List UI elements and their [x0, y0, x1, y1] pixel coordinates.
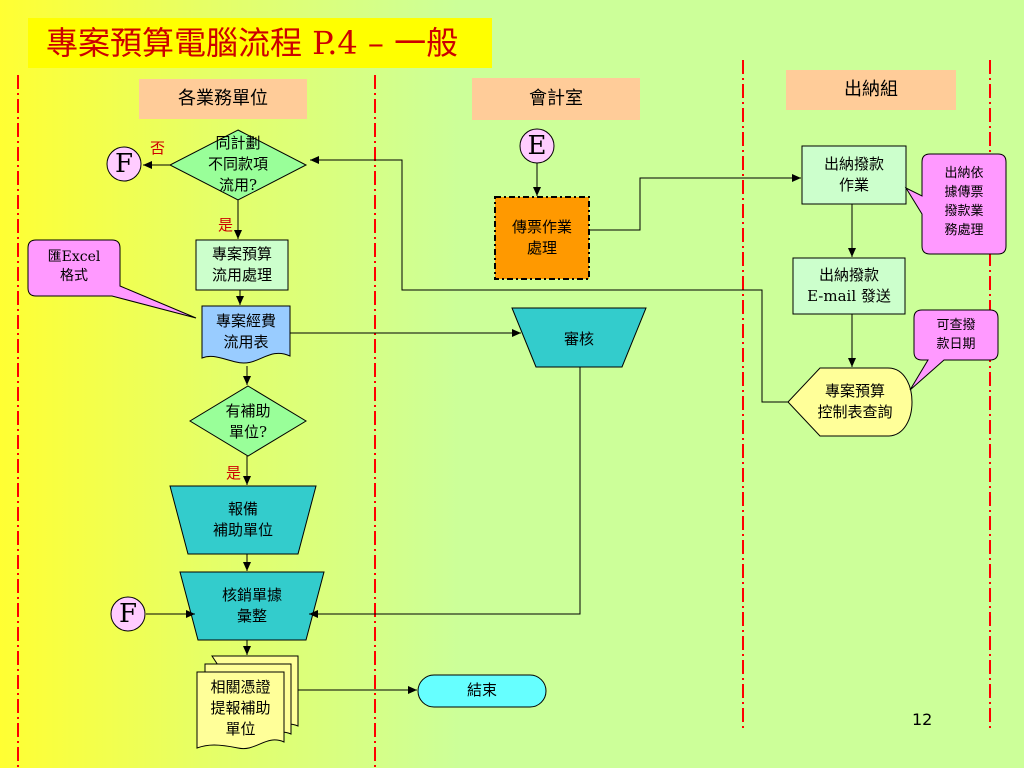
callout-cashier-shape — [904, 153, 1007, 255]
terminal-end-label: 結束 — [466, 681, 497, 699]
decision-plan-label: 同計劃 不同款項 流用? — [207, 134, 268, 194]
process-voucher-label: 傳票作業 處理 — [511, 218, 572, 257]
edge-label-no: 否 — [150, 139, 166, 157]
process-email-label: 出納撥款 E-mail 發送 — [807, 266, 891, 305]
decision-subsidy-shape — [189, 385, 307, 457]
connector-f-top-shape — [106, 146, 142, 182]
document-expense-label: 專案經費 流用表 — [215, 312, 276, 351]
callout-excel-shape — [27, 239, 197, 319]
decision-subsidy-label: 有補助 單位? — [225, 402, 271, 441]
edge-review-to-writeoff — [309, 367, 581, 618]
page-number: 12 — [912, 710, 933, 729]
manual-review-label: 審核 — [563, 330, 594, 348]
manual-report-label: 報備 補助單位 — [212, 500, 273, 539]
callout-cashier-label: 出納依 據傳票 撥款業 務處理 — [944, 166, 984, 238]
edge-label-yes-1: 是 — [218, 216, 234, 234]
document-expense-shape — [201, 305, 291, 364]
edge-query-to-decision — [310, 156, 788, 403]
display-query-shape — [787, 367, 913, 437]
process-voucher-shape — [494, 196, 590, 280]
manual-report-shape — [169, 485, 317, 555]
terminal-end-shape — [417, 674, 547, 708]
lane-header-accounting: 會計室 — [472, 78, 640, 120]
process-budget-label: 專案預算 流用處理 — [211, 245, 272, 284]
connector-f-bottom-shape — [110, 596, 146, 632]
manual-writeoff-label: 核銷單據 彙整 — [221, 586, 282, 625]
slide-title: 專案預算電腦流程 P.4 – 一般 — [28, 18, 492, 68]
edge-label-yes-2: 是 — [226, 464, 242, 482]
edge-voucher-to-payment — [589, 174, 801, 231]
process-payment-label: 出納撥款 作業 — [823, 155, 884, 194]
callout-query-shape — [909, 309, 999, 391]
lane-header-business: 各業務單位 — [139, 79, 307, 119]
documents-proof-front — [196, 671, 285, 750]
process-budget-shape — [195, 239, 289, 291]
display-query-label: 專案預算 控制表查詢 — [817, 382, 893, 421]
lane-header-cashier: 出納組 — [786, 70, 956, 110]
documents-proof-label: 相關憑證 提報補助 單位 — [210, 678, 271, 738]
callout-excel-label: 匯Excel 格式 — [47, 249, 101, 284]
manual-review-shape — [511, 307, 647, 368]
connector-f-bottom-label: F — [118, 599, 138, 629]
process-email-shape — [792, 257, 906, 315]
callout-query-label: 可查撥 款日期 — [936, 318, 976, 352]
connector-f-top-label: F — [114, 149, 134, 179]
process-payment-shape — [801, 145, 907, 205]
connector-e-label: E — [527, 131, 547, 161]
